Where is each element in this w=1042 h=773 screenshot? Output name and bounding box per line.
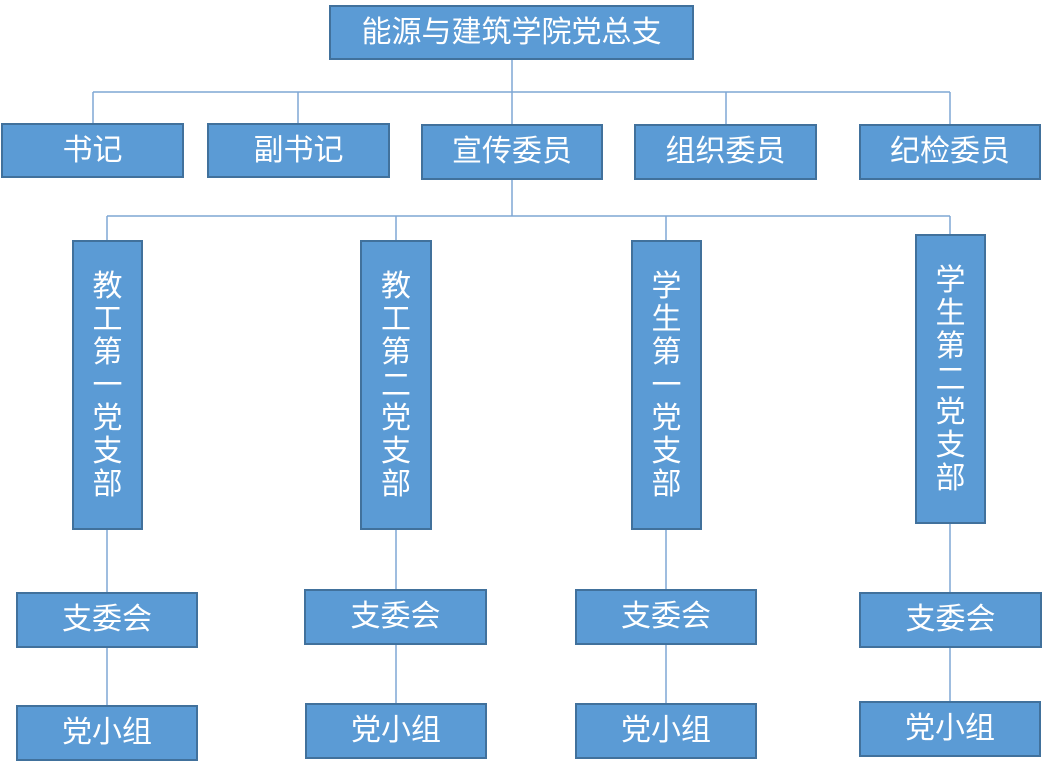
party-group-node: 党小组 <box>305 703 487 759</box>
branch-label: 学生第一党支部 <box>651 268 682 502</box>
committee-secretary: 书记 <box>1 123 184 178</box>
branch-label: 教工第一党支部 <box>92 268 123 502</box>
party-group-label: 党小组 <box>621 713 711 748</box>
party-group-label: 党小组 <box>351 713 441 748</box>
branch-committee-label: 支委会 <box>905 602 996 637</box>
branch-committee-label: 支委会 <box>350 599 441 634</box>
committee-discipline: 纪检委员 <box>859 124 1041 180</box>
party-group-node: 党小组 <box>859 701 1041 757</box>
committee-label: 纪检委员 <box>890 134 1010 169</box>
branch-committee-label: 支委会 <box>621 599 711 634</box>
branch-committee-node: 支委会 <box>16 592 198 648</box>
branch-committee-label: 支委会 <box>62 602 152 637</box>
branch-faculty-second: 教工第二党支部 <box>360 240 432 530</box>
committee-publicity: 宣传委员 <box>421 124 603 180</box>
branch-label: 学生第二党支部 <box>935 262 966 496</box>
committee-label: 宣传委员 <box>452 134 572 169</box>
branch-faculty-first: 教工第一党支部 <box>72 240 143 530</box>
committee-organization: 组织委员 <box>634 124 817 180</box>
branch-student-second: 学生第二党支部 <box>915 234 986 524</box>
party-group-node: 党小组 <box>575 703 757 759</box>
committee-label: 组织委员 <box>665 134 786 169</box>
branch-student-first: 学生第一党支部 <box>631 240 702 530</box>
party-group-label: 党小组 <box>905 711 995 746</box>
committee-deputy-secretary: 副书记 <box>207 123 390 178</box>
branch-committee-node: 支委会 <box>859 592 1042 648</box>
branch-label: 教工第二党支部 <box>381 268 411 502</box>
committee-label: 副书记 <box>253 132 344 168</box>
root-label: 能源与建筑学院党总支 <box>361 14 662 50</box>
branch-committee-node: 支委会 <box>304 589 487 645</box>
committee-label: 书记 <box>62 132 123 168</box>
root-node: 能源与建筑学院党总支 <box>329 5 694 60</box>
party-group-label: 党小组 <box>62 715 152 750</box>
branch-committee-node: 支委会 <box>575 589 757 645</box>
party-group-node: 党小组 <box>16 705 198 761</box>
